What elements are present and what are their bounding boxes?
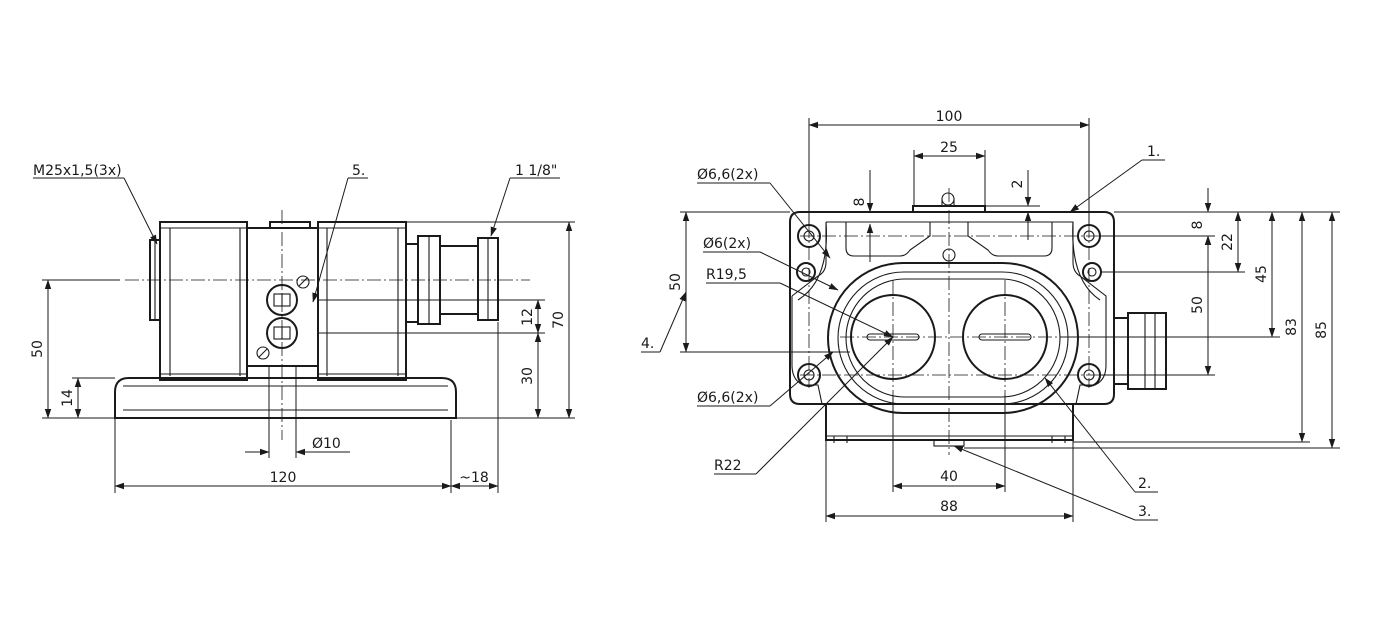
front-dim-40: 40	[940, 469, 958, 485]
front-dim-85: 85	[1314, 321, 1330, 339]
side-dim-70: 70	[551, 311, 567, 329]
callout-hole-top: Ø6,6(2x)	[697, 167, 758, 183]
callout-item3: 3.	[1138, 504, 1151, 520]
side-dim-dia10: Ø10	[312, 436, 341, 452]
front-dim-50-left: 50	[668, 273, 684, 291]
callout-r195: R19,5	[706, 267, 747, 283]
callout-item1: 1.	[1147, 144, 1160, 160]
callout-item2: 2.	[1138, 476, 1151, 492]
front-dim-8-top: 8	[852, 198, 868, 207]
front-dim-22: 22	[1220, 233, 1236, 251]
front-dim-88: 88	[940, 499, 958, 515]
front-dim-2: 2	[1010, 180, 1026, 189]
front-dim-45: 45	[1254, 265, 1270, 283]
front-view: 100 25 8 2 8 50 22 45 83 85	[641, 109, 1340, 522]
front-dim-8-right: 8	[1190, 221, 1206, 230]
callout-thread: M25x1,5(3x)	[33, 163, 122, 179]
front-dim-50-right: 50	[1190, 296, 1206, 314]
callout-r22: R22	[714, 458, 742, 474]
callout-pipe-thread: 1 1/8"	[515, 163, 557, 179]
side-dim-18: ~18	[459, 470, 489, 486]
front-dim-25: 25	[940, 140, 958, 156]
side-dim-50: 50	[30, 340, 46, 358]
side-dim-30: 30	[520, 367, 536, 385]
front-dim-100: 100	[936, 109, 963, 125]
callout-hole-mid: Ø6(2x)	[703, 236, 751, 252]
side-dim-14: 14	[60, 389, 76, 407]
side-view: 50 14 12 30 70 Ø10 120 ~18 M25x1,5(3x) 5	[30, 163, 575, 493]
callout-item5: 5.	[352, 163, 365, 179]
side-dim-120: 120	[270, 470, 297, 486]
front-dim-83: 83	[1284, 318, 1300, 336]
side-dim-12: 12	[520, 308, 536, 326]
callout-item4: 4.	[641, 336, 654, 352]
callout-hole-bottom: Ø6,6(2x)	[697, 390, 758, 406]
